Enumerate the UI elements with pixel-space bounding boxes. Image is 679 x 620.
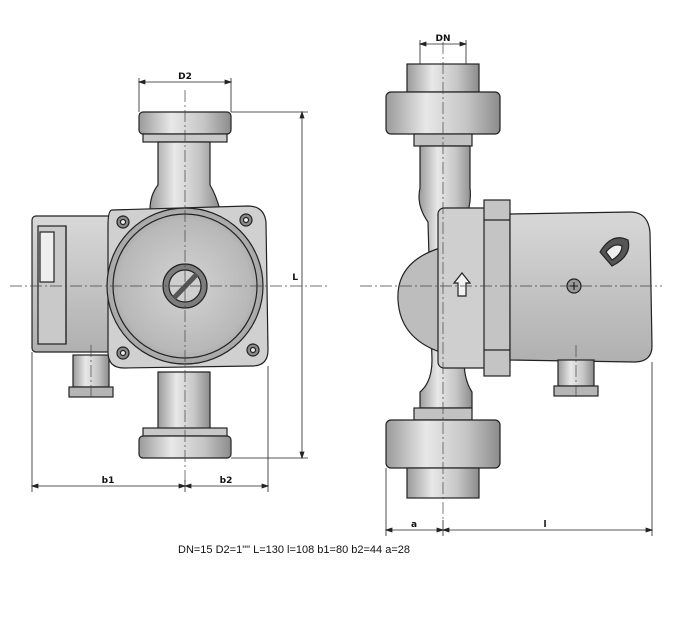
label-a: a [411,520,417,530]
front-view [10,90,330,490]
label-b1: b1 [102,476,115,486]
dimension-caption: DN=15 D2=1"" L=130 l=108 b1=80 b2=44 a=2… [178,544,410,556]
side-view [360,42,662,520]
label-d2: D2 [178,72,192,82]
label-l-upper: L [292,273,298,283]
label-b2: b2 [220,476,233,486]
dimension-lines [30,40,654,536]
label-dn: DN [435,34,450,44]
label-l-lower: l [543,520,546,530]
